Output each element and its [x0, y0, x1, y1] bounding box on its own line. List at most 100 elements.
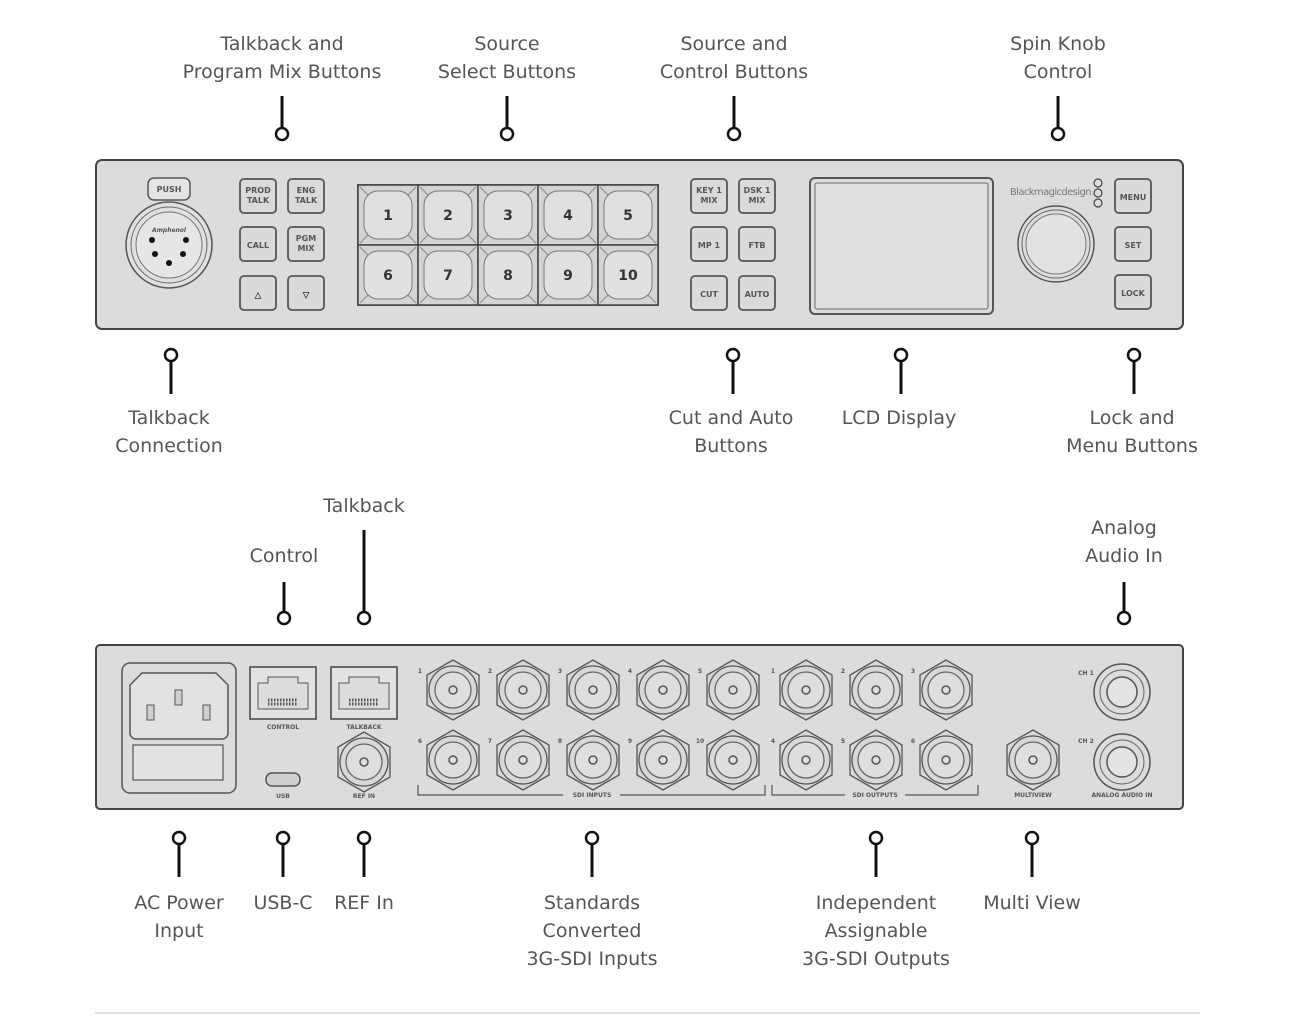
usb-c-port[interactable]: USB: [265, 772, 301, 800]
port-number: 4: [628, 668, 632, 675]
sdi-output-5[interactable]: 5: [841, 729, 903, 791]
-button[interactable]: ▿: [287, 275, 325, 311]
ftb-button[interactable]: FTB: [738, 226, 776, 262]
callout-label: Source: [474, 33, 539, 55]
lcd-display: [809, 177, 994, 315]
source-button-8[interactable]: 8: [477, 244, 539, 306]
control-ethernet-port[interactable]: CONTROL: [249, 666, 317, 731]
source-button-10[interactable]: 10: [597, 244, 659, 306]
leader-dot: [276, 610, 292, 626]
sdi-output-6[interactable]: 6: [911, 729, 973, 791]
source-button-6[interactable]: 6: [357, 244, 419, 306]
source-button-7[interactable]: 7: [417, 244, 479, 306]
callout-label: Input: [154, 920, 203, 942]
port-number: 9: [628, 738, 632, 745]
talkback-ethernet-port[interactable]: TALKBACK: [330, 666, 398, 731]
ref-in-label: REF IN: [353, 793, 375, 800]
port-number: 8: [558, 738, 562, 745]
sdi-input-4[interactable]: 4: [628, 659, 690, 721]
leader-dot: [893, 347, 909, 363]
call-button[interactable]: CALL: [239, 226, 277, 262]
sdi-output-4[interactable]: 4: [771, 729, 833, 791]
sdi-input-1[interactable]: 1: [418, 659, 480, 721]
source-button-3[interactable]: 3: [477, 184, 539, 246]
button-label: AUTO: [745, 290, 770, 299]
push-tab: [147, 177, 191, 201]
sdi-input-9[interactable]: 9: [628, 729, 690, 791]
source-button-label: 5: [623, 208, 633, 224]
source-button-4[interactable]: 4: [537, 184, 599, 246]
sdi-output-3[interactable]: 3: [911, 659, 973, 721]
sdi-input-10[interactable]: 10: [696, 729, 760, 791]
port-number: 2: [841, 668, 845, 675]
sdi-input-5[interactable]: 5: [698, 659, 760, 721]
callout-label: Talkback and: [219, 33, 343, 55]
button-label: MIX: [700, 196, 718, 205]
ac-power-inlet[interactable]: [121, 662, 237, 794]
callout-label: Talkback: [322, 495, 405, 517]
mp-1-button[interactable]: MP 1: [690, 226, 728, 262]
callout-label: Spin Knob: [1010, 33, 1106, 55]
sdi-output-1[interactable]: 1: [771, 659, 833, 721]
svg-text:CH 2: CH 2: [1078, 738, 1094, 745]
arrow-up-icon: ▵: [254, 287, 261, 303]
sdi-input-2[interactable]: 2: [488, 659, 550, 721]
leader-dot: [868, 830, 884, 846]
leader-dot: [356, 830, 372, 846]
callout-label: 3G-SDI Inputs: [526, 948, 657, 970]
callout-label: Audio In: [1085, 545, 1163, 567]
source-button-9[interactable]: 9: [537, 244, 599, 306]
callout-label: Assignable: [825, 920, 928, 942]
sdi-input-3[interactable]: 3: [558, 659, 620, 721]
port-number: 2: [488, 668, 492, 675]
set-button[interactable]: SET: [1114, 226, 1152, 262]
port-number: 1: [418, 668, 422, 675]
cut-button[interactable]: CUT: [690, 275, 728, 311]
multiview-bnc[interactable]: [1006, 729, 1060, 791]
svg-text:TALKBACK: TALKBACK: [346, 724, 381, 731]
sdi-input-7[interactable]: 7: [488, 729, 550, 791]
sdi-output-2[interactable]: 2: [841, 659, 903, 721]
lock-button[interactable]: LOCK: [1114, 274, 1152, 310]
button-label: KEY 1: [696, 186, 722, 195]
button-label: TALK: [247, 196, 270, 205]
auto-button[interactable]: AUTO: [738, 275, 776, 311]
callout-label: Independent: [816, 892, 936, 914]
source-button-2[interactable]: 2: [417, 184, 479, 246]
callout-label: USB-C: [253, 892, 312, 914]
leader-dot: [725, 347, 741, 363]
port-number: 5: [841, 738, 845, 745]
button-label: MP 1: [698, 241, 721, 250]
callout-label: Menu Buttons: [1066, 435, 1198, 457]
analog-audio-ch2-jack[interactable]: CH 2: [1078, 733, 1151, 791]
source-button-5[interactable]: 5: [597, 184, 659, 246]
spin-knob[interactable]: [1017, 205, 1095, 283]
xlr-talkback-connector[interactable]: PUSH Amphenol: [125, 177, 213, 289]
callout-label: 3G-SDI Outputs: [802, 948, 950, 970]
sdi-input-8[interactable]: 8: [558, 729, 620, 791]
-button[interactable]: ▵: [239, 275, 277, 311]
sdi-input-6[interactable]: 6: [418, 729, 480, 791]
source-button-1[interactable]: 1: [357, 184, 419, 246]
analog-audio-ch1-jack[interactable]: CH 1: [1078, 663, 1151, 721]
menu-button[interactable]: MENU: [1114, 178, 1152, 214]
leader-dot: [1024, 830, 1040, 846]
callout-label: Source and: [680, 33, 787, 55]
leader-dot: [163, 347, 179, 363]
callout-label: Program Mix Buttons: [183, 61, 382, 83]
ref-in-bnc[interactable]: [337, 731, 391, 793]
